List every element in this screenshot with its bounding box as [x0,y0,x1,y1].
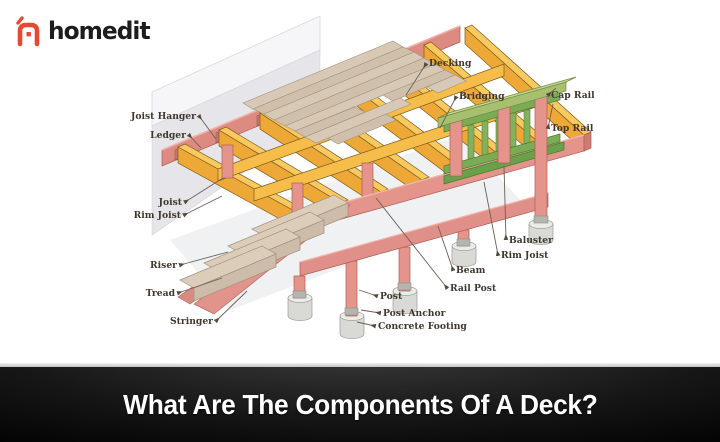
cap-rail-board [437,76,577,128]
stairs [177,194,351,315]
banner-divider [0,363,720,367]
rail-post-footing [528,224,554,245]
deck-illustration: Joist Hanger Ledger Joist Rim Joist Rise… [130,15,595,339]
label-joist-hanger: Joist Hanger [130,111,196,122]
title-banner: What Are The Components Of A Deck? [0,367,720,442]
label-rail-post: Rail Post [450,283,497,294]
label-rim-joist-right: Rim Joist [501,250,549,261]
label-tread: Tread [146,288,176,299]
homedit-logo: homedit [12,14,153,48]
label-baluster: Baluster [509,235,553,246]
label-ledger: Ledger [150,130,186,141]
label-joist: Joist [158,197,183,208]
label-stringer: Stringer [170,316,213,327]
rail-posts [449,90,554,245]
substructure [287,192,549,339]
homedit-house-icon [16,16,40,47]
label-riser: Riser [150,260,177,271]
part-labels: Joist Hanger Ledger Joist Rim Joist Rise… [130,58,595,332]
label-decking: Decking [429,58,472,69]
label-beam: Beam [456,265,486,276]
label-leaders [176,61,557,329]
brand-name: homedit [48,17,151,45]
label-concrete-footing: Concrete Footing [378,321,467,332]
page-title: What Are The Components Of A Deck? [122,388,598,420]
label-post-anchor: Post Anchor [383,308,446,319]
decking-boards [242,40,467,145]
label-bridging: Bridging [459,91,505,102]
beam-board [299,192,549,277]
label-top-rail: Top Rail [551,123,594,134]
deck-diagram-area: Joist Hanger Ledger Joist Rim Joist Rise… [129,15,596,339]
post-anchors [292,238,471,316]
label-rim-joist-left: Rim Joist [134,210,182,221]
label-cap-rail: Cap Rail [551,90,595,101]
railing [437,76,577,245]
label-post: Post [380,291,403,302]
